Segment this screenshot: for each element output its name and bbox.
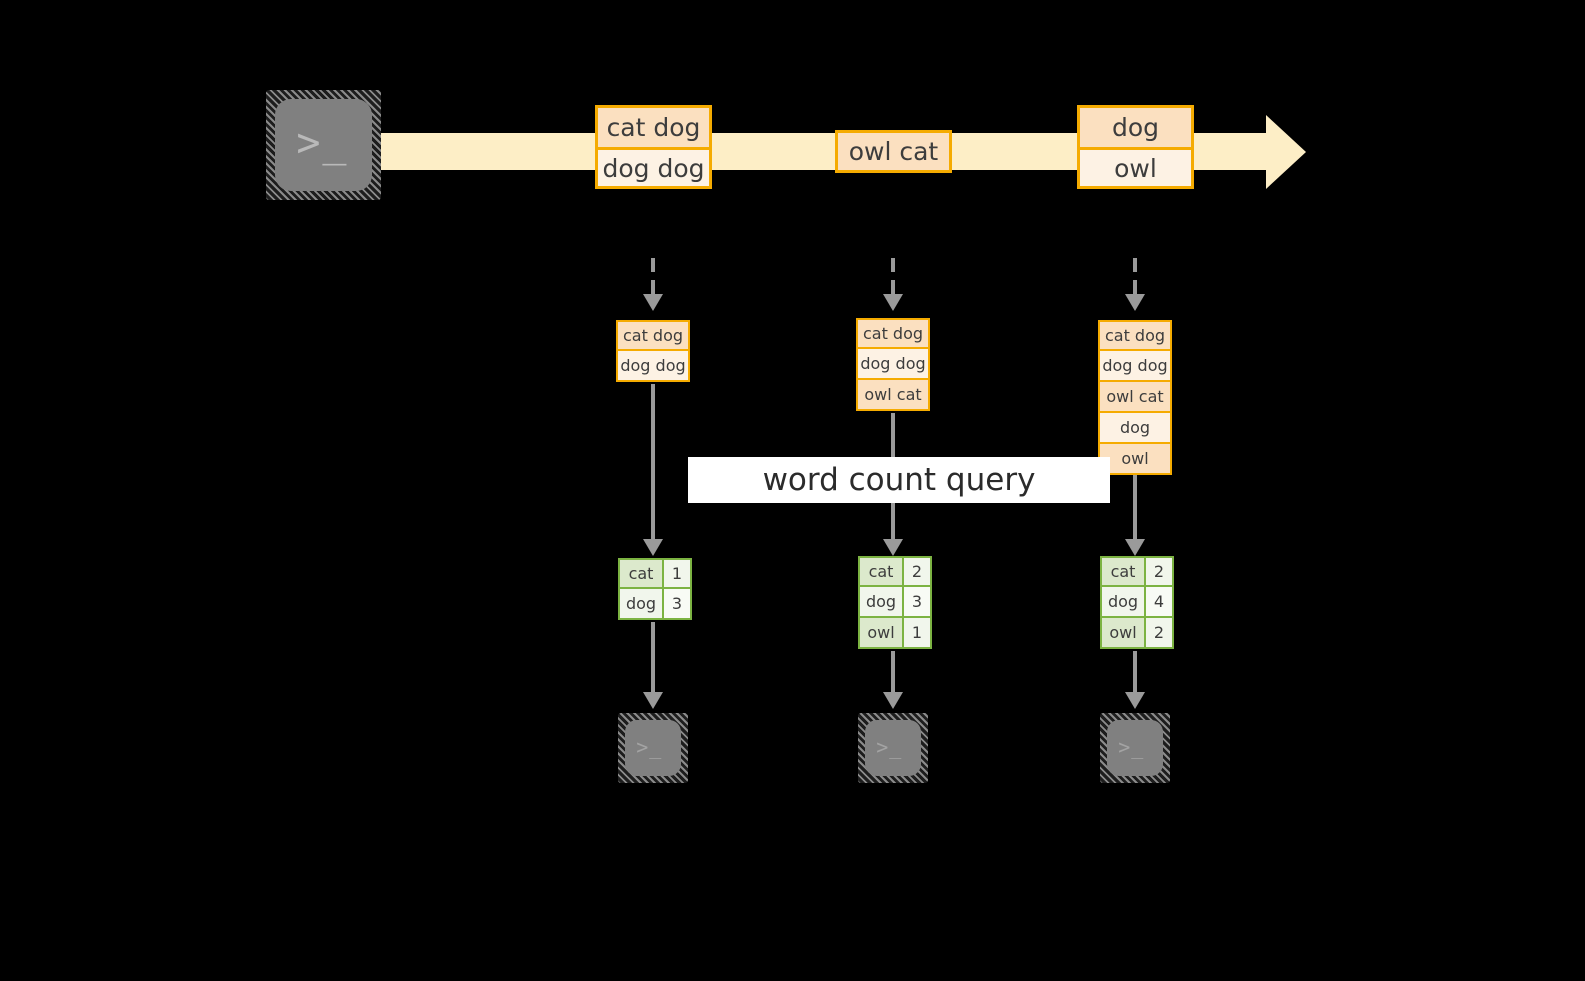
result-word: dog bbox=[858, 587, 904, 618]
snapshot-row: cat dog bbox=[1098, 320, 1172, 351]
query-arrow-3-head bbox=[1125, 539, 1145, 556]
stream-event-2: owl cat bbox=[835, 130, 952, 173]
stream-snapshot-1: cat dog dog dog bbox=[616, 320, 690, 382]
stream-snapshot-3: cat dog dog dog owl cat dog owl bbox=[1098, 320, 1172, 475]
terminal-body: >_ bbox=[625, 720, 681, 776]
tap-arrow-2-head bbox=[883, 294, 903, 311]
sink-terminal-2-icon: >_ bbox=[858, 713, 928, 783]
stream-event-line: dog dog bbox=[598, 147, 709, 186]
table-row: cat 2 bbox=[858, 556, 932, 587]
result-word: cat bbox=[618, 558, 664, 589]
sink-terminal-3-icon: >_ bbox=[1100, 713, 1170, 783]
result-count: 2 bbox=[904, 556, 932, 587]
stream-snapshot-2: cat dog dog dog owl cat bbox=[856, 318, 930, 411]
terminal-prompt-glyph: >_ bbox=[296, 119, 349, 166]
result-table-1: cat 1 dog 3 bbox=[618, 558, 692, 620]
terminal-prompt-glyph: >_ bbox=[876, 734, 903, 759]
terminal-body: >_ bbox=[1107, 720, 1163, 776]
snapshot-row: dog dog bbox=[1098, 351, 1172, 382]
terminal-body: >_ bbox=[275, 99, 372, 191]
terminal-body: >_ bbox=[865, 720, 921, 776]
result-word: owl bbox=[858, 618, 904, 649]
output-arrow-2-head bbox=[883, 692, 903, 709]
terminal-prompt-glyph: >_ bbox=[636, 734, 663, 759]
table-row: owl 2 bbox=[1100, 618, 1174, 649]
snapshot-row: dog dog bbox=[616, 351, 690, 382]
table-row: dog 4 bbox=[1100, 587, 1174, 618]
output-arrow-2-line bbox=[891, 651, 895, 697]
result-count: 1 bbox=[904, 618, 932, 649]
result-count: 2 bbox=[1146, 618, 1174, 649]
tap-arrow-2-line bbox=[891, 258, 895, 296]
query-arrow-3-line bbox=[1133, 475, 1137, 544]
query-arrow-1-head bbox=[643, 539, 663, 556]
result-word: dog bbox=[618, 589, 664, 620]
table-row: cat 2 bbox=[1100, 556, 1174, 587]
source-terminal-icon: >_ bbox=[266, 90, 381, 200]
result-word: cat bbox=[1100, 556, 1146, 587]
query-arrow-1-line bbox=[651, 384, 655, 544]
stream-event-1: cat dog dog dog bbox=[595, 105, 712, 189]
output-arrow-3-line bbox=[1133, 651, 1137, 697]
result-table-3: cat 2 dog 4 owl 2 bbox=[1100, 556, 1174, 649]
result-count: 4 bbox=[1146, 587, 1174, 618]
table-row: dog 3 bbox=[618, 589, 692, 620]
table-row: cat 1 bbox=[618, 558, 692, 589]
snapshot-row: dog bbox=[1098, 413, 1172, 444]
result-table-2: cat 2 dog 3 owl 1 bbox=[858, 556, 932, 649]
table-row: owl 1 bbox=[858, 618, 932, 649]
tap-arrow-1-line bbox=[651, 258, 655, 296]
query-arrow-2-head bbox=[883, 539, 903, 556]
stream-event-line: cat dog bbox=[598, 108, 709, 147]
snapshot-row: dog dog bbox=[856, 349, 930, 380]
tap-arrow-3-line bbox=[1133, 258, 1137, 296]
stream-event-line: dog bbox=[1080, 108, 1191, 147]
stream-event-line: owl bbox=[1080, 147, 1191, 186]
stream-arrow-head bbox=[1266, 115, 1306, 189]
query-label-band: word count query bbox=[688, 457, 1110, 503]
result-word: dog bbox=[1100, 587, 1146, 618]
sink-terminal-1-icon: >_ bbox=[618, 713, 688, 783]
output-arrow-3-head bbox=[1125, 692, 1145, 709]
tap-arrow-3-head bbox=[1125, 294, 1145, 311]
query-label-text: word count query bbox=[762, 462, 1036, 498]
result-word: owl bbox=[1100, 618, 1146, 649]
stream-event-line: owl cat bbox=[838, 133, 949, 170]
snapshot-row: owl cat bbox=[1098, 382, 1172, 413]
result-count: 3 bbox=[904, 587, 932, 618]
output-arrow-1-head bbox=[643, 692, 663, 709]
output-arrow-1-line bbox=[651, 622, 655, 697]
snapshot-row: owl cat bbox=[856, 380, 930, 411]
stream-event-3: dog owl bbox=[1077, 105, 1194, 189]
terminal-prompt-glyph: >_ bbox=[1118, 734, 1145, 759]
table-row: dog 3 bbox=[858, 587, 932, 618]
snapshot-row: cat dog bbox=[616, 320, 690, 351]
result-count: 3 bbox=[664, 589, 692, 620]
result-word: cat bbox=[858, 556, 904, 587]
result-count: 2 bbox=[1146, 556, 1174, 587]
result-count: 1 bbox=[664, 558, 692, 589]
snapshot-row: cat dog bbox=[856, 318, 930, 349]
tap-arrow-1-head bbox=[643, 294, 663, 311]
